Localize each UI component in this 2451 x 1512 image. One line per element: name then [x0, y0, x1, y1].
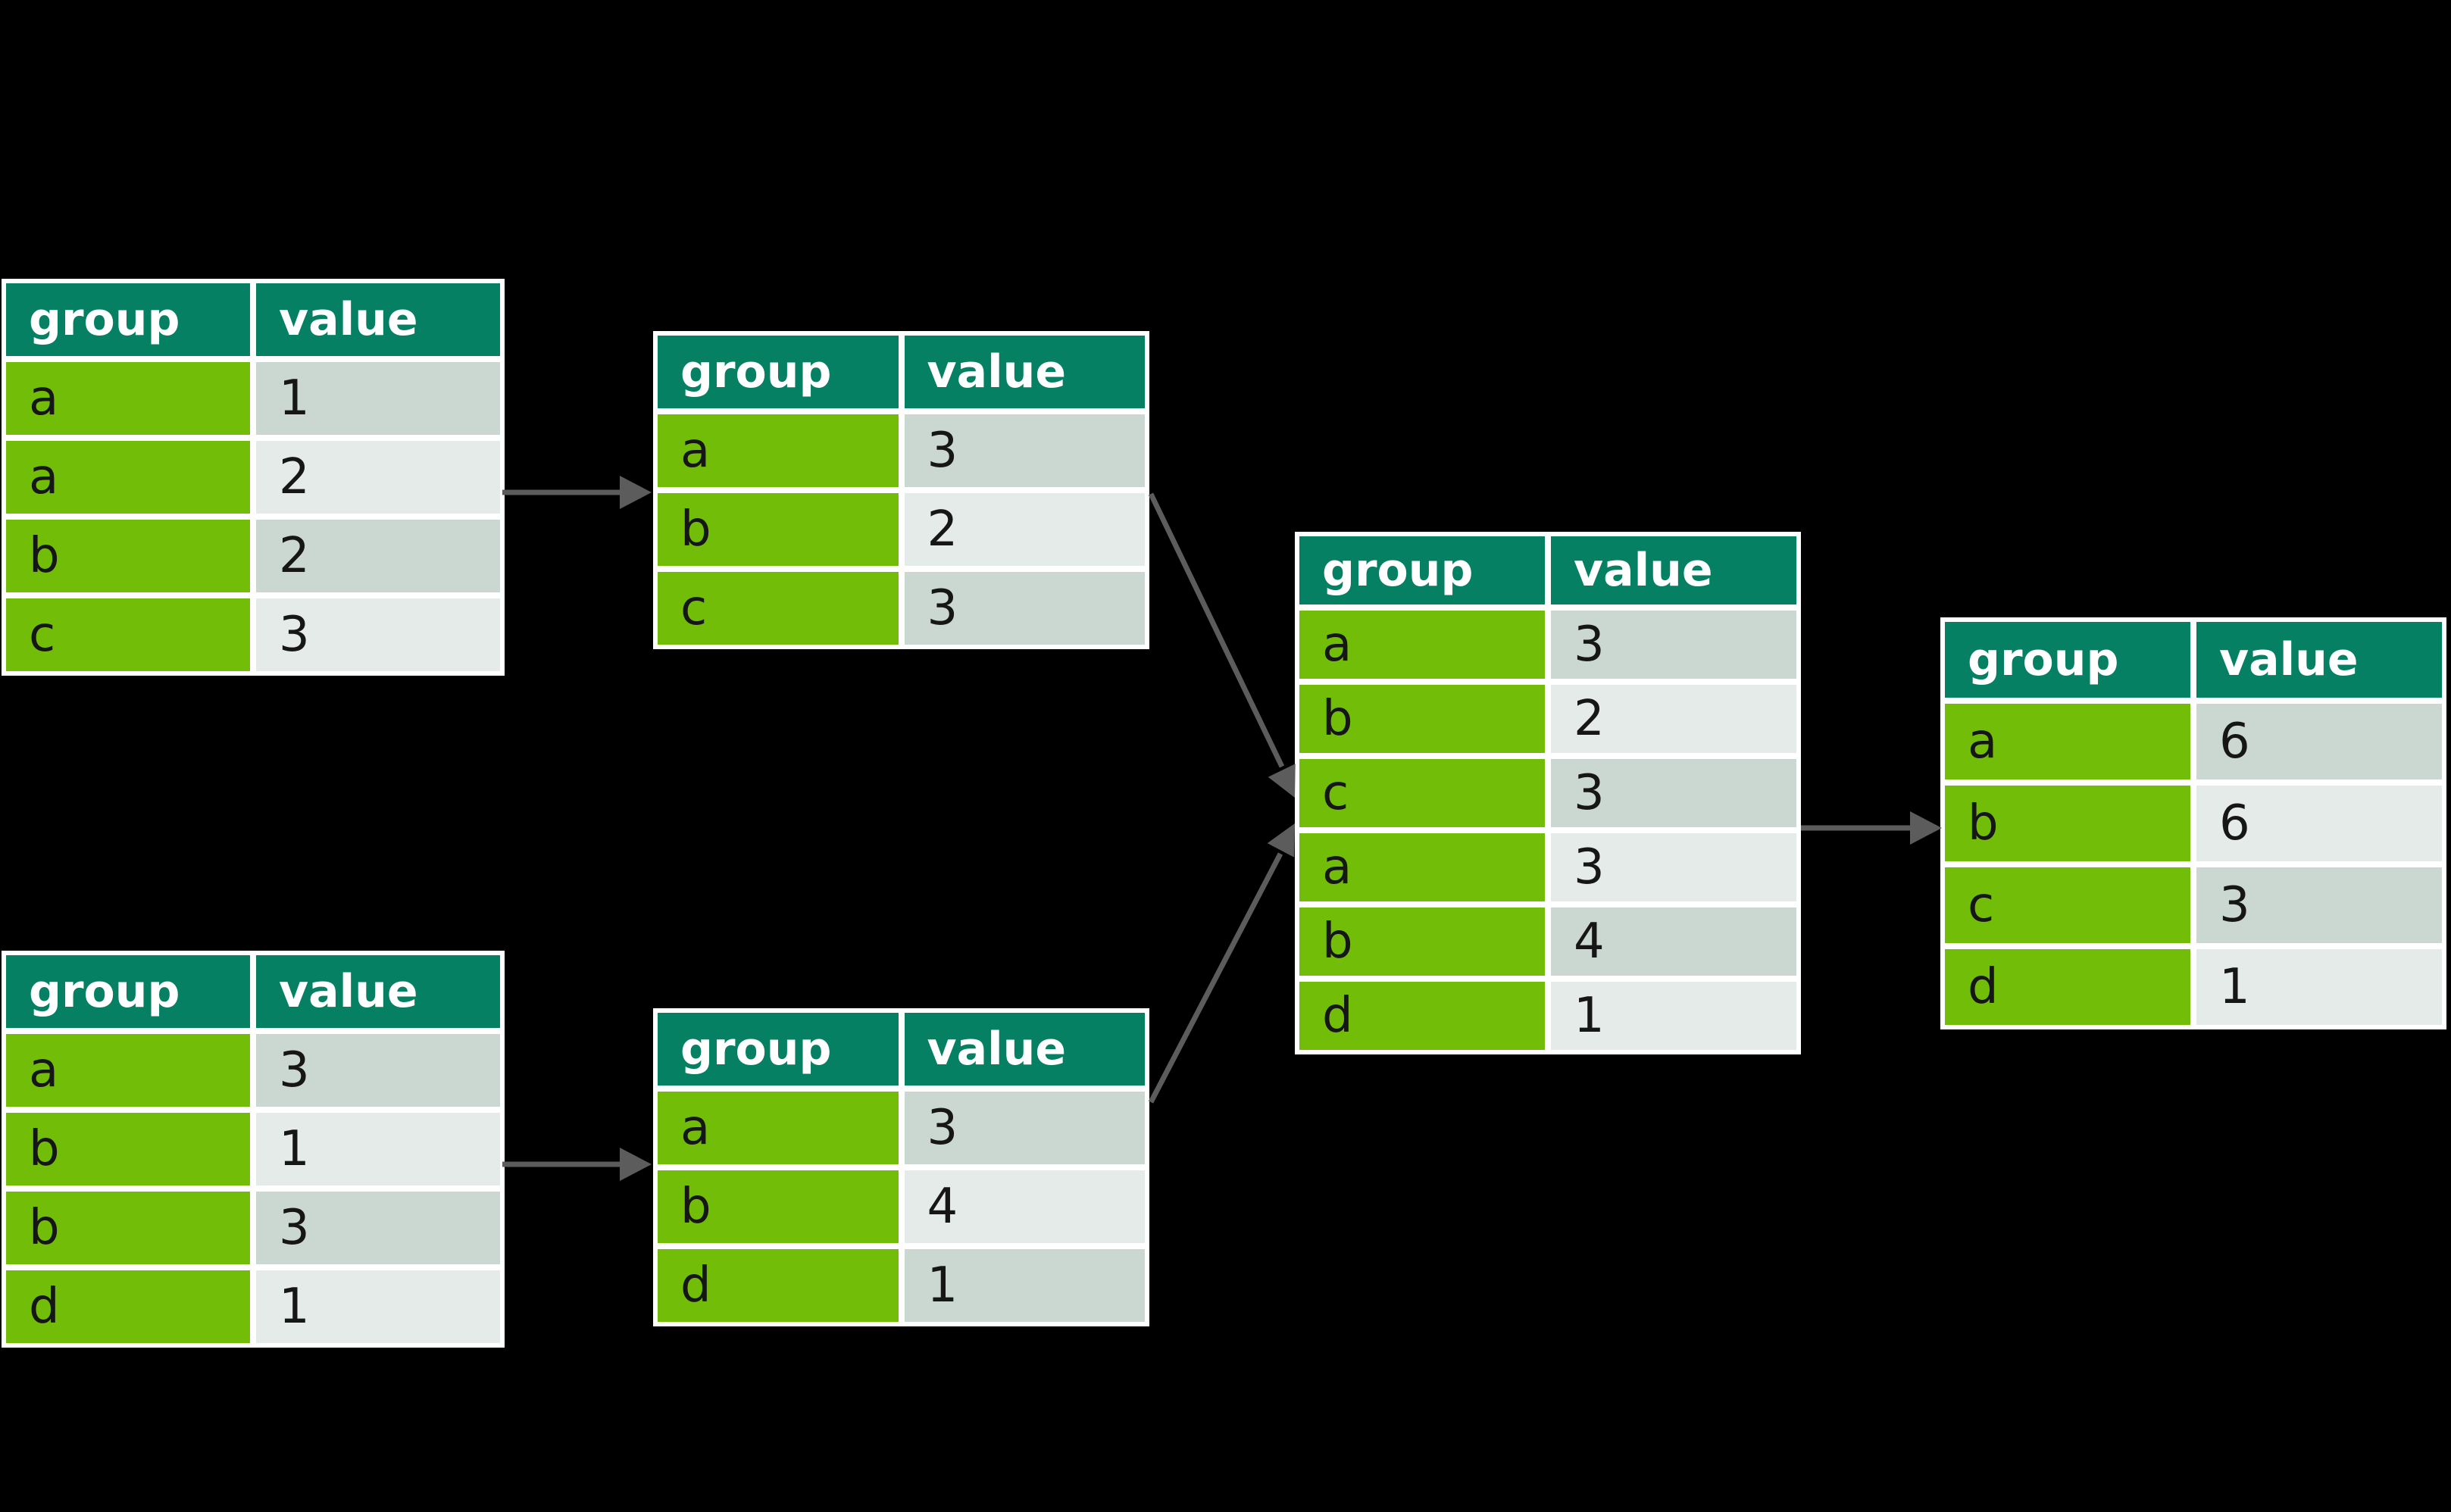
- group-cell: a: [658, 414, 899, 487]
- arrow-combined-to-result: [1801, 811, 1942, 845]
- value-cell: 4: [904, 1170, 1145, 1243]
- group-cell: b: [658, 1170, 899, 1243]
- group-cell: b: [1299, 908, 1545, 976]
- value-cell: 1: [256, 362, 500, 435]
- value-cell: 3: [904, 1092, 1145, 1164]
- group-cell: c: [1299, 759, 1545, 827]
- value-cell: 3: [1551, 611, 1796, 679]
- column-header-group: group: [1945, 622, 2190, 698]
- group-cell: d: [6, 1270, 250, 1343]
- value-cell: 2: [1551, 685, 1796, 753]
- group-cell: d: [658, 1249, 899, 1322]
- group-cell: b: [6, 520, 250, 592]
- group-cell: a: [1299, 833, 1545, 901]
- column-header-value: value: [256, 283, 500, 356]
- arrow-source-bottom-to-aggregated-bottom: [502, 1148, 652, 1181]
- group-cell: a: [1299, 611, 1545, 679]
- group-cell: b: [1945, 786, 2190, 861]
- value-cell: 3: [1551, 833, 1796, 901]
- group-cell: a: [6, 1034, 250, 1107]
- column-header-value: value: [904, 336, 1145, 408]
- column-header-group: group: [1299, 536, 1545, 604]
- column-header-value: value: [904, 1013, 1145, 1086]
- value-cell: 6: [2196, 704, 2442, 779]
- group-cell: a: [1945, 704, 2190, 779]
- value-cell: 1: [256, 1270, 500, 1343]
- table-combined: group value a 3 b 2 c 3 a 3 b 4 d 1: [1295, 532, 1801, 1054]
- value-cell: 3: [2196, 867, 2442, 943]
- column-header-group: group: [6, 283, 250, 356]
- group-cell: b: [6, 1113, 250, 1186]
- group-cell: b: [1299, 685, 1545, 753]
- group-cell: c: [6, 598, 250, 671]
- column-header-value: value: [256, 955, 500, 1028]
- group-cell: b: [658, 493, 899, 566]
- arrow-aggregated-top-to-combined: [1148, 492, 1296, 798]
- value-cell: 1: [1551, 982, 1796, 1050]
- table-aggregated-bottom: group value a 3 b 4 d 1: [653, 1008, 1149, 1326]
- table-aggregated-top: group value a 3 b 2 c 3: [653, 331, 1149, 649]
- value-cell: 1: [904, 1249, 1145, 1322]
- group-cell: a: [6, 362, 250, 435]
- value-cell: 4: [1551, 908, 1796, 976]
- value-cell: 1: [256, 1113, 500, 1186]
- table-result: group value a 6 b 6 c 3 d 1: [1940, 617, 2446, 1029]
- group-cell: c: [658, 572, 899, 645]
- group-cell: c: [1945, 867, 2190, 943]
- column-header-value: value: [2196, 622, 2442, 698]
- table-source-top: group value a 1 a 2 b 2 c 3: [2, 279, 505, 676]
- arrow-aggregated-bottom-to-combined: [1148, 823, 1295, 1104]
- arrow-source-top-to-aggregated-top: [502, 476, 652, 509]
- group-cell: d: [1299, 982, 1545, 1050]
- group-cell: a: [6, 441, 250, 514]
- value-cell: 3: [256, 1192, 500, 1264]
- column-header-value: value: [1551, 536, 1796, 604]
- column-header-group: group: [658, 1013, 899, 1086]
- table-source-bottom: group value a 3 b 1 b 3 d 1: [2, 951, 505, 1348]
- group-cell: a: [658, 1092, 899, 1164]
- value-cell: 3: [904, 572, 1145, 645]
- column-header-group: group: [658, 336, 899, 408]
- value-cell: 1: [2196, 949, 2442, 1025]
- value-cell: 3: [904, 414, 1145, 487]
- column-header-group: group: [6, 955, 250, 1028]
- group-cell: d: [1945, 949, 2190, 1025]
- value-cell: 2: [904, 493, 1145, 566]
- value-cell: 6: [2196, 786, 2442, 861]
- value-cell: 3: [256, 598, 500, 671]
- value-cell: 3: [1551, 759, 1796, 827]
- value-cell: 3: [256, 1034, 500, 1107]
- group-cell: b: [6, 1192, 250, 1264]
- value-cell: 2: [256, 441, 500, 514]
- value-cell: 2: [256, 520, 500, 592]
